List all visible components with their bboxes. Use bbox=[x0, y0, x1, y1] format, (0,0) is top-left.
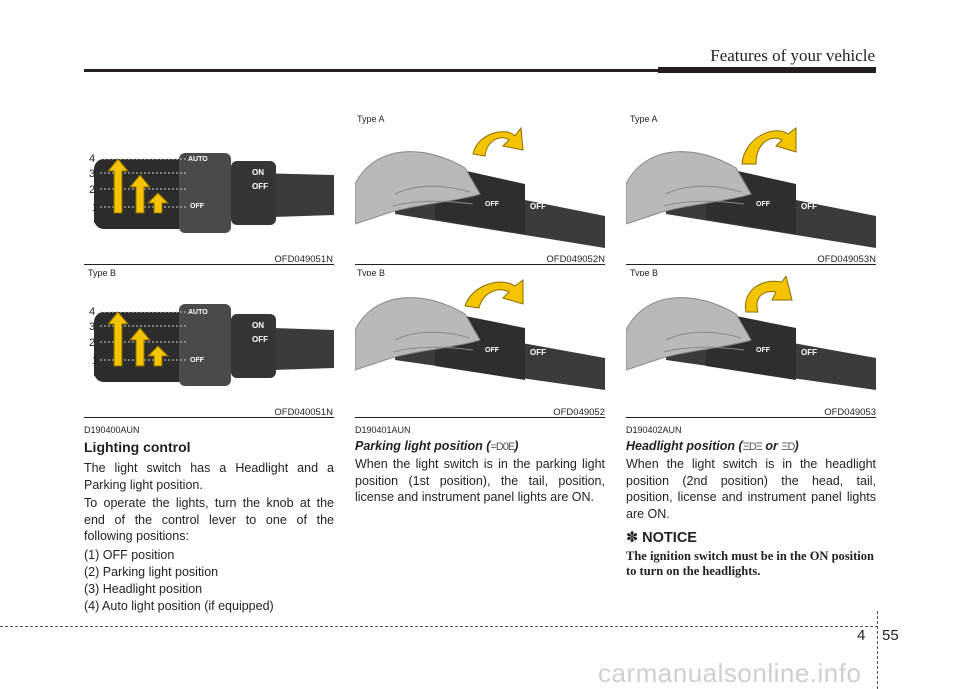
section-2-code: D190401AUN bbox=[355, 425, 411, 435]
figure-2-switch-illustration: AUTO OFF ON OFF 4 3 2 1 bbox=[84, 282, 334, 402]
section-1-title: Lighting control bbox=[84, 439, 191, 455]
figure-2-code: OFD040051N bbox=[274, 407, 333, 418]
figure-4-rule bbox=[355, 417, 605, 418]
section-2-title-end: ) bbox=[514, 439, 519, 453]
on-label: ON bbox=[252, 321, 264, 330]
off-label: OFF bbox=[530, 348, 546, 357]
figure-1-rule bbox=[84, 264, 334, 265]
page-number: 55 bbox=[882, 627, 899, 644]
off-label: OFF bbox=[190, 203, 205, 210]
figure-3-hand-switch-illustration: ON OFF OFF bbox=[355, 124, 605, 252]
figure-4-code: OFD049052 bbox=[553, 407, 605, 418]
off-label: OFF bbox=[756, 201, 771, 208]
section-3-title: Headlight position (ΞDΞ or ΞD) bbox=[626, 439, 799, 453]
footer-divider bbox=[877, 611, 878, 689]
auto-label: AUTO bbox=[188, 156, 208, 163]
footer-rule bbox=[0, 626, 878, 627]
arrow-up-icon bbox=[106, 158, 170, 214]
header-rule-accent bbox=[658, 67, 876, 73]
list-item: (3) Headlight position bbox=[84, 581, 203, 596]
figure-6-hand-switch-illustration: ON OFF OFF bbox=[626, 276, 876, 404]
section-2-body: When the light switch is in the parking … bbox=[355, 457, 605, 504]
position-3-number: 3 bbox=[89, 168, 95, 180]
figure-5-rule bbox=[626, 264, 876, 265]
position-list: (1) OFF position (2) Parking light posit… bbox=[84, 547, 334, 615]
figure-6-type-label: Type B bbox=[630, 268, 659, 278]
figure-1-code: OFD049051N bbox=[274, 254, 333, 265]
section-3-title-text: Headlight position ( bbox=[626, 439, 743, 453]
on-label: ON bbox=[801, 335, 813, 344]
off-label: OFF bbox=[485, 201, 500, 208]
position-2-number: 2 bbox=[89, 337, 95, 349]
off-label: OFF bbox=[190, 357, 205, 364]
headlight-icon: ΞDΞ bbox=[742, 441, 763, 453]
figure-4-hand-switch-illustration: ON OFF OFF bbox=[355, 276, 605, 404]
figure-3-code: OFD049052N bbox=[546, 254, 605, 265]
parking-light-icon: =D0E bbox=[490, 441, 515, 453]
figure-3-rule bbox=[355, 264, 605, 265]
position-1-number: 1 bbox=[92, 355, 98, 367]
auto-label: AUTO bbox=[188, 309, 208, 316]
figure-5-type-label: Type A bbox=[630, 114, 658, 124]
on-label: ON bbox=[530, 189, 542, 198]
notice-body: The ignition switch must be in the ON po… bbox=[626, 549, 874, 578]
on-label: ON bbox=[530, 335, 542, 344]
section-1-code: D190400AUN bbox=[84, 425, 140, 435]
page-header-title: Features of your vehicle bbox=[710, 46, 875, 65]
header-rule bbox=[84, 69, 876, 72]
off-label: OFF bbox=[801, 348, 817, 357]
figure-3-type-label: Type A bbox=[357, 114, 385, 124]
chapter-number: 4 bbox=[857, 627, 866, 644]
figure-6-rule bbox=[626, 417, 876, 418]
figure-5-code: OFD049053N bbox=[817, 254, 876, 265]
headlight-low-icon: ΞD bbox=[781, 441, 795, 453]
section-3-code: D190402AUN bbox=[626, 425, 682, 435]
rotate-arrow-icon bbox=[472, 126, 524, 157]
notice-title: ✽ NOTICE bbox=[626, 530, 697, 546]
figure-6-code: OFD049053 bbox=[824, 407, 876, 418]
figure-1-switch-illustration: AUTO OFF ON OFF 4 3 2 1 bbox=[84, 113, 334, 253]
off-label: OFF bbox=[252, 335, 268, 344]
section-2-title: Parking light position (=D0E) bbox=[355, 439, 518, 453]
off-label: OFF bbox=[801, 202, 817, 211]
arrow-up-icon bbox=[106, 311, 170, 367]
section-3-title-end: ) bbox=[794, 439, 799, 453]
list-item: (4) Auto light position (if equipped) bbox=[84, 598, 274, 613]
section-1-paragraph-2: To operate the lights, turn the knob at … bbox=[84, 496, 334, 543]
off-label: OFF bbox=[756, 347, 771, 354]
section-3-title-or: or bbox=[765, 439, 778, 453]
watermark: carmanualsonline.info bbox=[598, 658, 862, 688]
figure-2-rule bbox=[84, 417, 334, 418]
figure-4-type-label: Type B bbox=[357, 268, 386, 278]
position-1-number: 1 bbox=[92, 202, 98, 214]
on-label: ON bbox=[252, 168, 264, 177]
rotate-arrow-icon bbox=[464, 279, 524, 309]
off-label: OFF bbox=[530, 202, 546, 211]
position-3-number: 3 bbox=[89, 321, 95, 333]
list-item: (1) OFF position bbox=[84, 547, 175, 562]
figure-2-type-label: Type B bbox=[88, 268, 117, 278]
section-3-body: When the light switch is in the headligh… bbox=[626, 457, 876, 521]
rotate-arrow-icon bbox=[741, 127, 797, 165]
section-2-title-text: Parking light position ( bbox=[355, 439, 491, 453]
off-label: OFF bbox=[485, 347, 500, 354]
section-1-body: The light switch has a Headlight and a P… bbox=[84, 460, 334, 615]
figure-5-hand-switch-illustration: ON OFF OFF bbox=[626, 124, 876, 252]
on-label: ON bbox=[801, 189, 813, 198]
position-4-number: 4 bbox=[89, 153, 95, 165]
section-1-paragraph-1: The light switch has a Headlight and a P… bbox=[84, 461, 334, 492]
position-2-number: 2 bbox=[89, 184, 95, 196]
position-4-number: 4 bbox=[89, 306, 95, 318]
off-label: OFF bbox=[252, 182, 268, 191]
rotate-arrow-icon bbox=[745, 276, 793, 313]
list-item: (2) Parking light position bbox=[84, 564, 219, 579]
